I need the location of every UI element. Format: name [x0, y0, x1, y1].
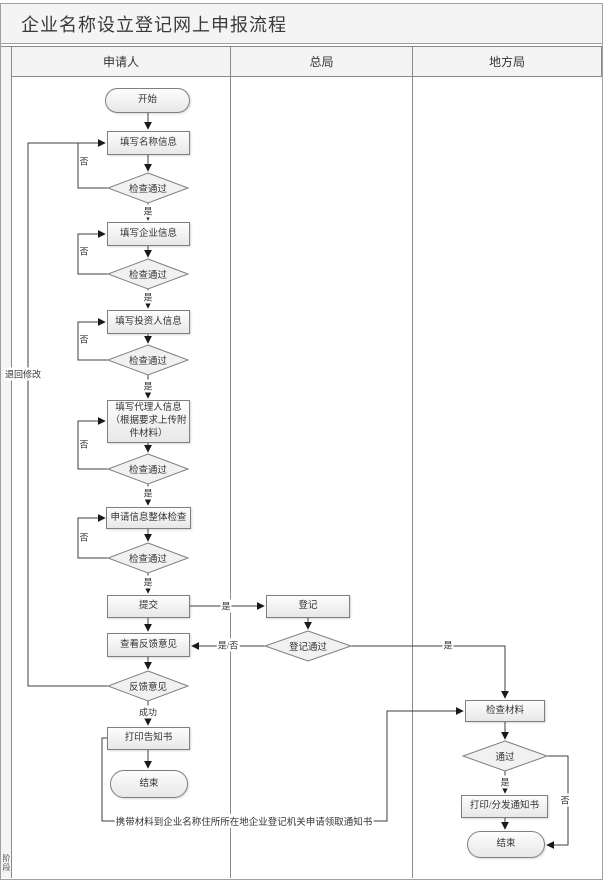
title-band — [1, 4, 602, 44]
node-overall-check: 申请信息整体检查 — [106, 507, 191, 529]
node-fill-agent-info: 填写代理人信息（根据要求上传附件材料） — [107, 400, 190, 443]
edge-label-yes-submit: 是 — [220, 599, 232, 613]
edge-label-no-local: 否 — [559, 793, 571, 807]
node-register: 登记 — [266, 595, 350, 618]
edge-label-return-modify: 退回修改 — [3, 367, 43, 381]
edge-label-no-5: 否 — [78, 530, 90, 544]
edge-label-yes-1: 是 — [142, 204, 154, 218]
page-title: 企业名称设立登记网上申报流程 — [21, 15, 287, 35]
edge-label-yes-local: 是 — [499, 775, 511, 789]
diamond-check-1 — [106, 172, 190, 204]
lane-header-local-bureau: 地方局 — [412, 46, 602, 77]
diamond-label-check-4: 检查通过 — [128, 466, 168, 476]
node-print-distribute: 打印/分发通知书 — [461, 795, 548, 818]
lane-divider-1 — [230, 77, 231, 878]
lane-header-central-bureau: 总局 — [230, 46, 413, 77]
lane-header-applicant: 申请人 — [11, 46, 231, 77]
edge-label-yes-register: 是 — [442, 638, 454, 652]
diamond-label-register-pass: 登记通过 — [288, 643, 328, 653]
diamond-label-feedback: 反馈意见 — [128, 683, 168, 693]
node-fill-investor-info: 填写投资人信息 — [107, 310, 190, 334]
diamond-check-5 — [106, 542, 190, 574]
edge-label-success: 成功 — [137, 705, 159, 719]
diamond-pass — [461, 740, 549, 772]
diamond-register-pass — [263, 630, 353, 662]
node-view-feedback: 查看反馈意见 — [107, 633, 190, 657]
node-check-materials: 检查材料 — [465, 700, 545, 722]
diamond-label-check-5: 检查通过 — [128, 555, 168, 565]
diamond-label-check-1: 检查通过 — [128, 185, 168, 195]
node-submit: 提交 — [107, 595, 190, 618]
diamond-label-check-3: 检查通过 — [128, 357, 168, 367]
diamond-check-2 — [106, 258, 190, 290]
diamond-label-pass: 通过 — [495, 753, 515, 763]
node-fill-name-info: 填写名称信息 — [107, 131, 190, 155]
diamond-check-4 — [106, 453, 190, 485]
node-end-applicant: 结束 — [110, 770, 188, 798]
edge-label-yes-4: 是 — [142, 486, 154, 500]
node-end-local: 结束 — [467, 831, 545, 858]
edge-label-yes-2: 是 — [142, 290, 154, 304]
edge-label-no-2: 否 — [78, 244, 90, 258]
edge-label-no-3: 否 — [78, 332, 90, 346]
phase-strip: 阶段 — [1, 46, 12, 878]
diamond-feedback — [106, 670, 190, 702]
edge-label-yes-3: 是 — [142, 379, 154, 393]
node-start: 开始 — [105, 88, 190, 113]
edge-label-no-4: 否 — [78, 437, 90, 451]
node-fill-company-info: 填写企业信息 — [107, 222, 190, 246]
edge-label-no-1: 否 — [78, 154, 90, 168]
edge-label-yes-no: 是/否 — [216, 638, 240, 652]
diamond-check-3 — [106, 344, 190, 376]
node-print-notice: 打印告知书 — [107, 727, 190, 750]
diamond-label-check-2: 检查通过 — [128, 271, 168, 281]
lane-divider-2 — [412, 77, 413, 878]
edge-label-carry-materials: 携带材料到企业名称住所所在地企业登记机关申请领取通知书 — [114, 814, 374, 828]
edge-label-yes-5: 是 — [142, 575, 154, 589]
phase-strip-label: 阶段 — [2, 854, 11, 872]
